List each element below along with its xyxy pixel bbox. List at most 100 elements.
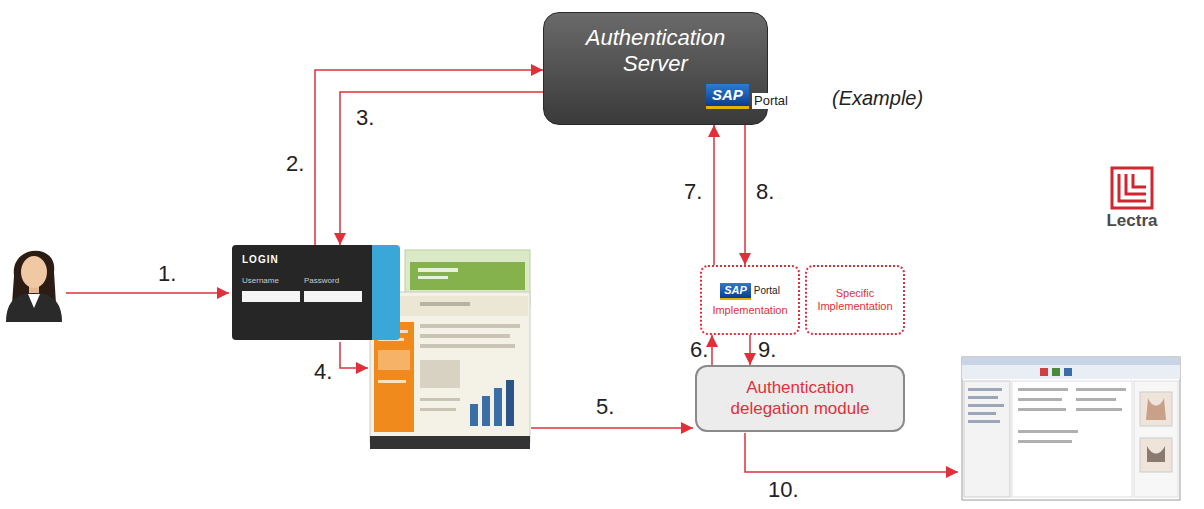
implementation-text: Implementation xyxy=(706,304,794,317)
flow-arrow xyxy=(744,125,746,265)
callout-number: 1. xyxy=(158,262,176,286)
web-line xyxy=(378,380,406,383)
field-label: Username xyxy=(242,276,304,286)
app-panel xyxy=(1012,381,1132,497)
callout-number: 9. xyxy=(758,338,776,362)
app-line xyxy=(968,412,996,415)
flow-arrow xyxy=(66,292,229,294)
logo-mark xyxy=(1119,174,1146,201)
app-window xyxy=(962,357,1180,500)
callout-number: 7. xyxy=(684,180,702,204)
web-banner xyxy=(410,262,525,290)
field-label: Password xyxy=(304,276,366,286)
flow-arrow xyxy=(315,70,543,245)
app-line xyxy=(1076,408,1122,411)
web-block xyxy=(378,350,410,370)
flow-arrow xyxy=(531,427,693,429)
label-anchor: 5. xyxy=(596,395,614,419)
implementation-text: Specific Implementation xyxy=(811,287,899,313)
app-icon xyxy=(1064,368,1072,376)
web-chart-bar xyxy=(506,380,514,426)
container-outline xyxy=(640,152,1195,507)
web-line xyxy=(420,408,456,411)
app-thumbnail xyxy=(1140,392,1172,426)
callout-number: 2. xyxy=(286,152,304,176)
logo-mark xyxy=(1133,174,1146,187)
login-title: LOGIN xyxy=(242,254,390,266)
app-line xyxy=(968,420,1000,423)
label-anchor: 4. xyxy=(314,360,332,384)
web-line xyxy=(420,324,520,328)
web-line xyxy=(418,276,448,279)
app-icon xyxy=(1052,368,1060,376)
callout-number: 6. xyxy=(690,338,708,362)
web-chart-bar xyxy=(470,404,478,426)
label-anchor: 7. xyxy=(684,180,702,204)
flow-arrow xyxy=(340,92,543,245)
flow-arrow xyxy=(713,125,715,265)
app-line xyxy=(1018,430,1078,433)
company-logo-text: Lectra xyxy=(1092,212,1172,231)
web-line xyxy=(420,398,460,401)
web-photo xyxy=(420,360,460,388)
input-field xyxy=(304,291,362,302)
label-anchor: SAP xyxy=(706,84,749,109)
example-note: (Example) xyxy=(832,86,923,110)
user-face xyxy=(21,256,47,288)
app-toolbar xyxy=(962,365,1180,379)
flow-arrow xyxy=(340,342,368,368)
process-box: Authentication delegation module xyxy=(695,365,905,432)
web-line xyxy=(420,344,515,348)
web-line xyxy=(420,334,510,338)
app-line xyxy=(1018,388,1068,391)
label-anchor: 3. xyxy=(356,106,374,130)
logo-mark xyxy=(1126,174,1146,194)
app-thumbnail-figure xyxy=(1146,398,1166,420)
flow-arrow xyxy=(711,335,713,365)
label-anchor: 1. xyxy=(158,262,176,286)
callout-number: 10. xyxy=(768,478,799,502)
web-line xyxy=(420,302,470,306)
web-footer xyxy=(370,436,530,449)
user-shirt xyxy=(28,294,40,308)
implementation-box: SAPPortalImplementation xyxy=(700,265,800,335)
callout-number: 5. xyxy=(596,395,614,419)
input-field xyxy=(242,291,300,302)
web-chart-bar xyxy=(482,396,490,426)
app-thumbnail-figure xyxy=(1147,446,1165,462)
app-panel xyxy=(964,381,1010,497)
app-line xyxy=(968,396,998,399)
sap-logo: SAP xyxy=(706,84,749,109)
label-anchor: 8. xyxy=(756,180,774,204)
web-line xyxy=(418,268,458,272)
user-body xyxy=(6,293,62,322)
flow-arrow xyxy=(749,335,751,365)
label-anchor: 9. xyxy=(758,338,776,362)
app-line xyxy=(968,404,1004,407)
logo-mark xyxy=(1112,168,1152,208)
label-anchor: (Example) xyxy=(832,86,923,110)
app-line xyxy=(968,388,1002,391)
app-panel xyxy=(1134,381,1178,497)
label-anchor: 6. xyxy=(690,338,708,362)
lectra-container: LectraSAPPortalImplementation Specific Im… xyxy=(640,152,1195,507)
module-name: Authentication delegation module xyxy=(718,378,883,419)
implementation-box: Specific Implementation xyxy=(805,265,905,335)
label-anchor: 10. xyxy=(768,478,799,502)
server-name: Authentication Server xyxy=(571,25,741,78)
app-line xyxy=(1018,440,1072,443)
login-screen: LOGIN UsernamePassword xyxy=(232,245,400,340)
app-titlebar xyxy=(962,357,1180,365)
sap-logo: SAP xyxy=(720,283,751,300)
flow-arrow xyxy=(745,433,958,472)
label-anchor: 2. xyxy=(286,152,304,176)
web-chart-bar xyxy=(494,388,502,426)
app-icon xyxy=(1040,368,1048,376)
label-anchor: Portal xyxy=(752,93,790,109)
callout-number: 4. xyxy=(314,360,332,384)
callout-number: 8. xyxy=(756,180,774,204)
app-line xyxy=(1076,388,1126,391)
portal-text: Portal xyxy=(752,93,790,109)
container-shape xyxy=(641,153,1194,506)
callout-number: 3. xyxy=(356,106,374,130)
